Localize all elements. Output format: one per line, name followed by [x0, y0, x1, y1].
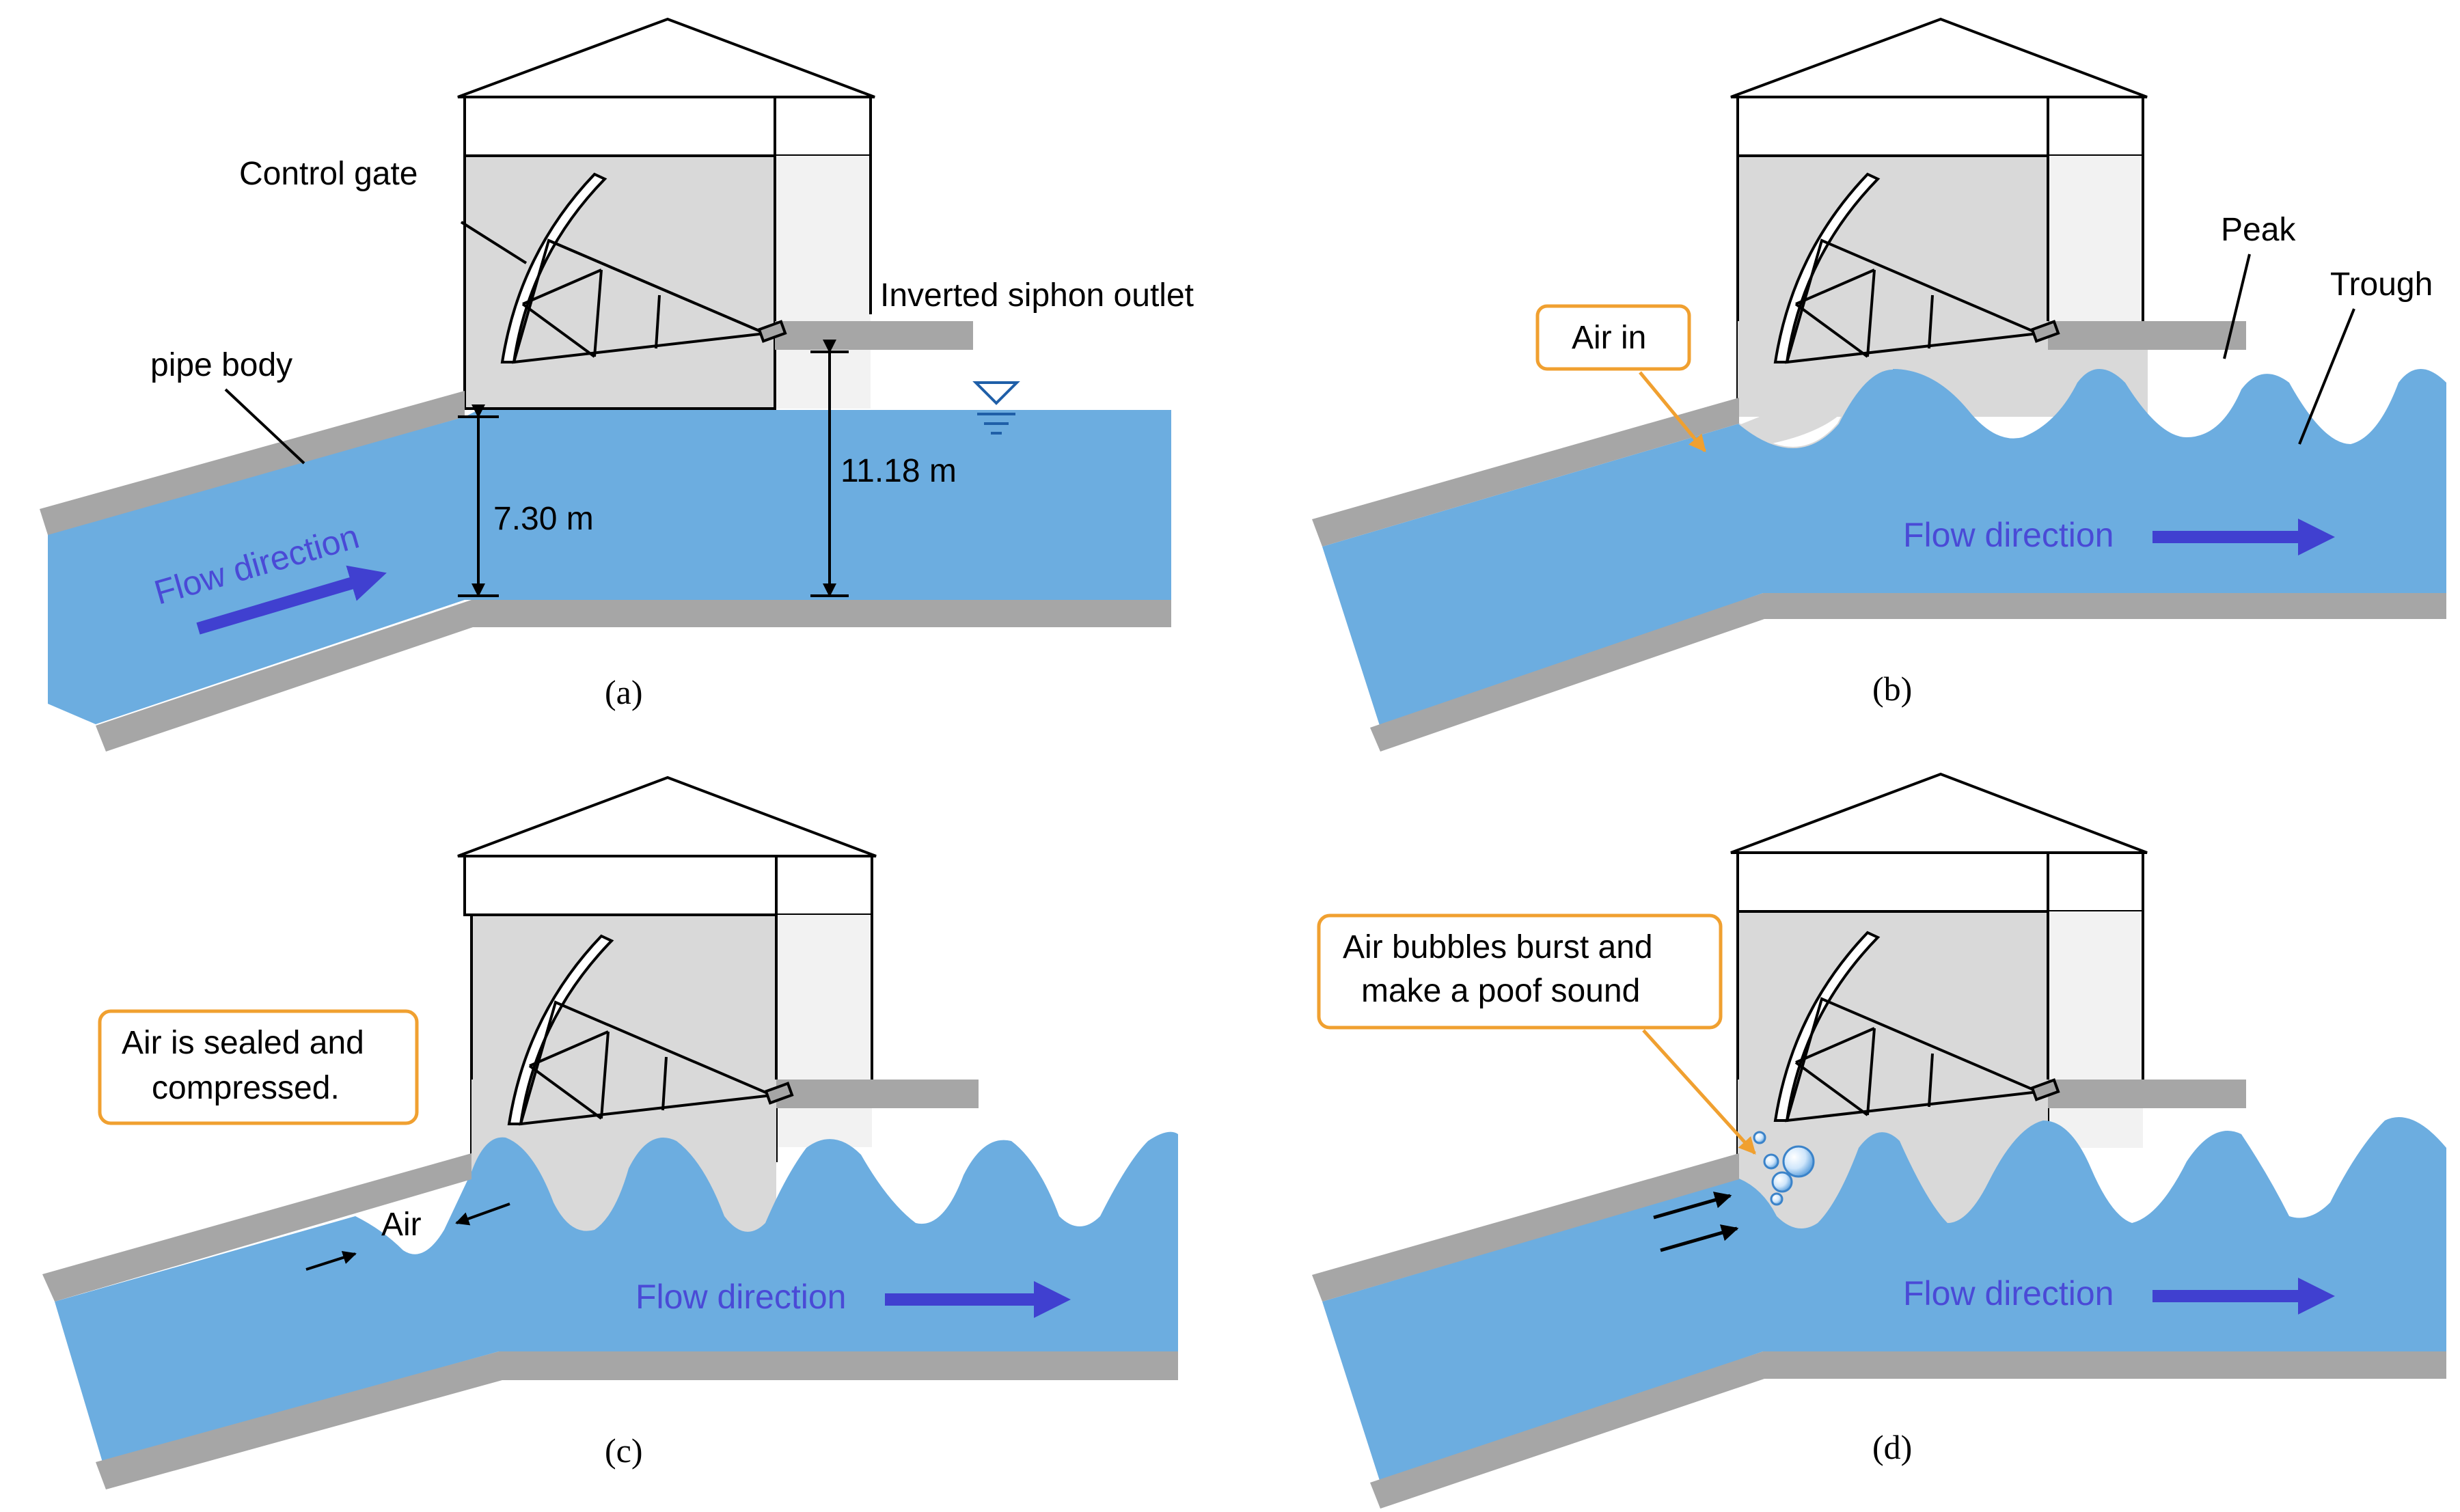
- air-in-leader: [1639, 371, 1706, 452]
- flow-direction-label: Flow direction: [636, 1278, 846, 1316]
- panel-d: Air bubbles burst and make a poof sound …: [1312, 772, 2446, 1509]
- outlet-slab: [776, 1080, 979, 1108]
- peak-label: Peak: [2221, 212, 2296, 248]
- depth-dimension-right: [810, 340, 849, 597]
- outlet-label: Inverted siphon outlet: [880, 277, 1194, 314]
- air-flow-arrow-2: [1660, 1224, 1739, 1252]
- outlet-slab: [2048, 1080, 2246, 1108]
- panel-c: Air is sealed and compressed. Air Flow d…: [42, 775, 1178, 1489]
- air-flow-arrow-1: [1653, 1192, 1732, 1220]
- depth-right-label: 11.18 m: [840, 453, 957, 489]
- trough-leader: [2298, 308, 2355, 445]
- water-body-waves: [55, 1131, 1178, 1462]
- control-gate-label: Control gate: [239, 156, 418, 192]
- pipe-leader-line: [224, 388, 305, 465]
- water-body-waves: [1322, 1117, 2446, 1483]
- upper-pipe-wall: [42, 1153, 472, 1302]
- lower-pipe-wall: [96, 1351, 1178, 1489]
- sealed-air-line1: Air is sealed and: [122, 1025, 364, 1061]
- trough-label: Trough: [2330, 266, 2433, 303]
- upper-pipe-wall: [1312, 398, 1739, 547]
- flow-arrow-icon: [196, 565, 387, 635]
- panel-b: Air in Peak Trough Flow direction (b): [1312, 17, 2446, 752]
- radial-gate: [507, 934, 794, 1126]
- air-label: Air: [381, 1207, 422, 1243]
- burst-leader: [1642, 1029, 1756, 1155]
- depth-left-label: 7.30 m: [493, 501, 594, 537]
- flow-direction-label: Flow direction: [1903, 1274, 2114, 1312]
- gate-leader-line: [460, 221, 528, 264]
- air-arrow-right: [455, 1202, 510, 1226]
- air-in-label: Air in: [1572, 320, 1646, 356]
- upper-pipe-wall: [1312, 1153, 1739, 1302]
- radial-gate: [500, 172, 787, 364]
- burst-line1: Air bubbles burst and: [1343, 929, 1653, 965]
- caption-a: (a): [605, 673, 643, 711]
- lower-pipe-wall: [1370, 593, 2446, 752]
- radial-gate: [1773, 172, 2060, 364]
- caption-b: (b): [1872, 670, 1912, 708]
- radial-gate: [1773, 931, 2060, 1123]
- peak-leader: [2223, 253, 2251, 359]
- depth-dimension-left: [458, 404, 499, 597]
- caption-c: (c): [605, 1431, 643, 1470]
- air-bubbles-icon: [1753, 1131, 1815, 1206]
- sealed-air-line2: compressed.: [152, 1070, 340, 1106]
- lower-pipe-wall: [1370, 1351, 2446, 1509]
- flow-direction-label: Flow direction: [1903, 516, 2114, 554]
- water-body: [48, 410, 1171, 724]
- lower-pipe-wall: [96, 600, 1171, 752]
- water-level-triangle-icon: [972, 381, 1020, 435]
- caption-d: (d): [1872, 1428, 1912, 1466]
- panel-a: Control gate Inverted siphon outlet pipe…: [40, 17, 1194, 752]
- burst-line2: make a poof sound: [1361, 973, 1640, 1009]
- sealed-air-callout: [98, 1009, 419, 1125]
- gate-building: [457, 17, 875, 410]
- outlet-slab: [775, 321, 973, 350]
- outlet-slab: [2048, 321, 2246, 350]
- air-arrow-left: [305, 1250, 357, 1271]
- air-in-callout: [1535, 304, 1691, 371]
- upper-pipe-wall: [40, 391, 465, 535]
- water-body-waves: [1322, 369, 2446, 728]
- burst-callout: [1317, 913, 1723, 1030]
- pipe-body-label: pipe body: [150, 347, 292, 383]
